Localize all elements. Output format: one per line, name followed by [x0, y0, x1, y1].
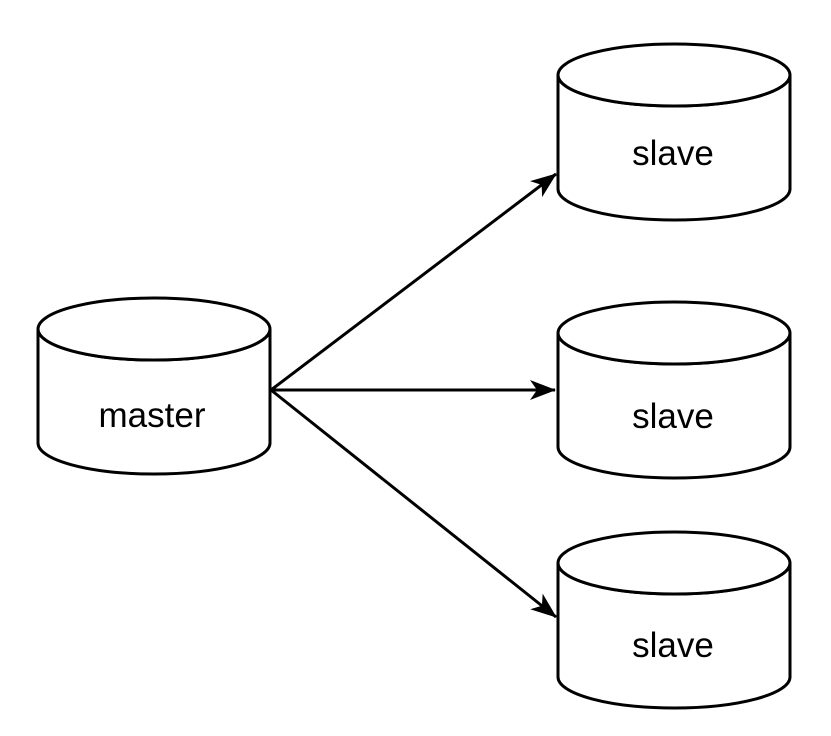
- edges: [270, 172, 557, 619]
- node-slave-3: slave: [556, 530, 792, 710]
- database-cylinder-top: [36, 296, 272, 362]
- node-slave-1: slave: [556, 42, 792, 222]
- arrow-master-to-slave-1: [270, 172, 557, 392]
- node-master: master: [36, 296, 272, 476]
- slave-1-label: slave: [632, 134, 714, 173]
- database-cylinder-top: [556, 300, 792, 366]
- master-label: master: [99, 396, 206, 435]
- database-cylinder-top: [556, 42, 792, 108]
- database-cylinder-top: [556, 530, 792, 596]
- node-slave-2: slave: [556, 300, 792, 480]
- arrow-master-to-slave-3: [270, 388, 557, 619]
- slave-3-label: slave: [632, 626, 714, 665]
- slave-2-label: slave: [632, 397, 714, 436]
